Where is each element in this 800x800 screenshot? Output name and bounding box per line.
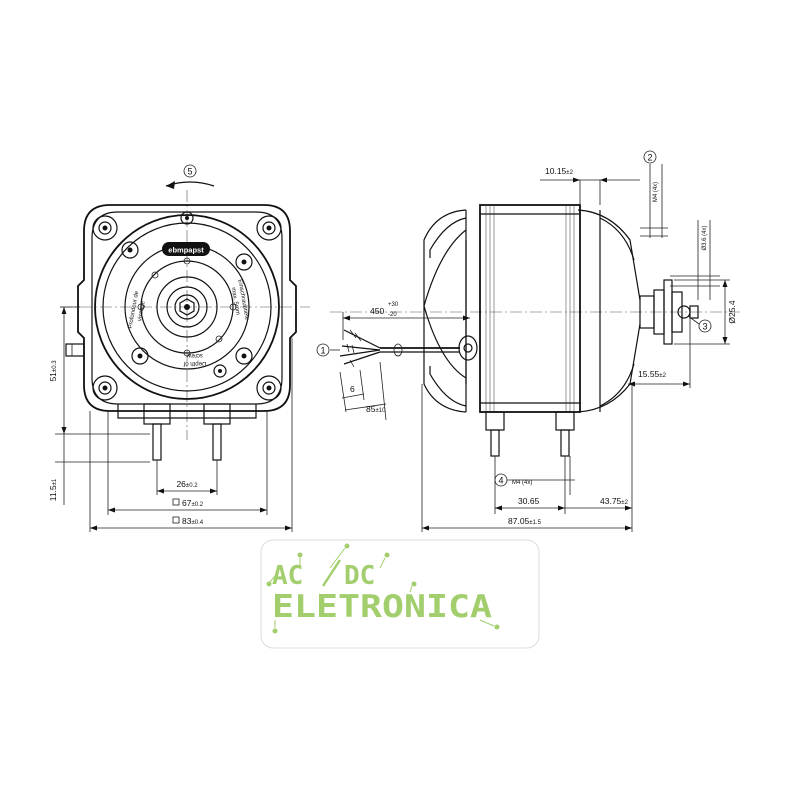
dim-shaft-d: Ø25.4 [727, 300, 737, 323]
svg-text:26±0.2: 26±0.2 [176, 479, 198, 489]
dim-top-10-15-tol: ±2 [566, 170, 573, 176]
dim-pin-spacing-tol: ±0.2 [186, 483, 198, 489]
rotation-marker: 5 [187, 167, 192, 177]
motor-housing-outline [77, 204, 297, 412]
marker-shaft-part: 3 [702, 322, 707, 332]
side-view: 1 450 +30 -20 6 85±10 10.15±2 2 M4 (4x) [316, 150, 740, 532]
brand-label: ebmpapst [168, 246, 204, 255]
marker-thread-top: 2 [647, 153, 652, 163]
dim-right-15-55-tol: ±2 [659, 373, 666, 379]
dim-inner-square: 67 [182, 498, 192, 508]
dim-right-15-55: 15.55 [638, 369, 660, 379]
watermark-ac: AC [272, 561, 303, 591]
dim-cable-length: 450 [370, 306, 384, 316]
svg-text:15.55±2: 15.55±2 [638, 369, 667, 379]
dim-height-11-5: 11.5 [48, 485, 58, 501]
dim-strip-85: 85 [366, 404, 376, 414]
watermark-dc: DC [344, 561, 375, 591]
dim-outer-square-tol: ±0.4 [191, 520, 203, 526]
dim-pin-spacing: 26 [176, 479, 186, 489]
svg-text:10.15±2: 10.15±2 [545, 166, 574, 176]
dim-cable-length-tol-top: +30 [388, 302, 399, 308]
dim-m4-top: M4 (4x) [653, 182, 659, 202]
dim-height-11-5-tol: ±1 [52, 478, 58, 485]
dim-outer-square: 83 [182, 516, 192, 526]
svg-text:43.75±2: 43.75±2 [600, 496, 629, 506]
svg-text:67±0.2: 67±0.2 [182, 498, 204, 508]
dim-bottom-43-75: 43.75 [600, 496, 622, 506]
front-view: 5 [48, 164, 310, 532]
svg-text:85±10: 85±10 [366, 404, 386, 414]
marker-thread-bottom: 4 [498, 476, 503, 486]
svg-text:87.05±1.5: 87.05±1.5 [508, 516, 542, 526]
dim-hole-d: Ø3.6 (4x) [702, 225, 708, 250]
engraving-bottom-1: Depth of [183, 360, 206, 366]
dim-bottom-43-75-tol: ±2 [621, 500, 628, 506]
dim-inner-square-tol: ±0.2 [191, 502, 203, 508]
dim-total-87-05-tol: ±1.5 [529, 520, 541, 526]
rotation-arrow: 5 [165, 164, 215, 189]
brand-plate [162, 242, 210, 256]
dim-height-51: 51 [48, 372, 58, 382]
svg-text:51±0.3: 51±0.3 [48, 360, 58, 382]
dim-m4-bottom: M4 (4x) [512, 480, 532, 486]
svg-text:11.5±1: 11.5±1 [48, 478, 58, 501]
watermark-eletronica: ELETRONICA [272, 589, 492, 625]
corner-holes [92, 215, 282, 401]
marker-cable: 1 [320, 346, 325, 356]
dim-bottom-30-65: 30.65 [518, 496, 540, 506]
ring-screws [121, 211, 253, 378]
dim-total-87-05: 87.05 [508, 516, 530, 526]
engraving-right-2: max. 5mm [230, 287, 241, 316]
dim-strip-6: 6 [350, 384, 355, 394]
engraving-bottom-2: screw [187, 352, 203, 358]
dim-strip-85-tol: ±10 [375, 408, 386, 414]
dim-height-51-tol: ±0.3 [52, 360, 58, 372]
svg-text:83±0.4: 83±0.4 [182, 516, 204, 526]
dim-top-10-15: 10.15 [545, 166, 567, 176]
engraving-left-2: vissage [137, 300, 147, 322]
watermark-logo: AC DC ELETRONICA [260, 539, 540, 649]
dim-cable-length-tol-bottom: -20 [388, 312, 397, 318]
svg-text:450: 450 [370, 306, 384, 316]
